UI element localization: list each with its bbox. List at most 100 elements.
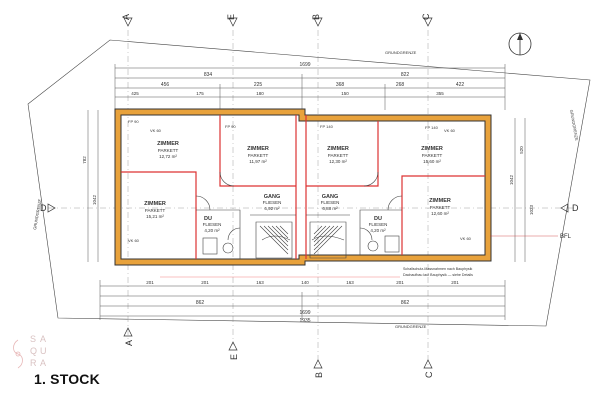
svg-text:DU: DU (374, 216, 382, 222)
axis-marker-b-top: B (311, 14, 323, 27)
axis-marker-a-top: A (121, 14, 133, 27)
bath-fixtures (202, 235, 400, 255)
axis-grid (48, 30, 580, 365)
north-arrow-icon (508, 32, 532, 56)
svg-text:FP 140: FP 140 (320, 124, 334, 129)
svg-text:R: R (30, 358, 37, 368)
svg-text:782: 782 (82, 156, 87, 164)
svg-text:6,88 m²: 6,88 m² (322, 206, 338, 211)
svg-text:DU: DU (204, 216, 212, 222)
svg-text:GANG: GANG (322, 194, 339, 200)
building-outline (114, 108, 492, 266)
svg-text:862: 862 (401, 300, 410, 306)
window-codes: FP 90 FP 140 FP 90 FP 140 VK 60 VK 60 VK… (128, 119, 472, 243)
svg-text:15,60 m²: 15,60 m² (423, 159, 441, 164)
svg-text:163: 163 (346, 280, 354, 285)
svg-text:175: 175 (196, 91, 204, 96)
svg-text:A: A (40, 358, 46, 368)
svg-text:VK 60: VK 60 (128, 238, 140, 243)
svg-text:FP 140: FP 140 (425, 125, 439, 130)
top-dimensions: 1699 834 822 456 225 368 268 422 425 175… (114, 62, 506, 110)
svg-text:C: C (421, 13, 431, 20)
room-label-zimmer-4: ZIMMER PARKETT 12,30 m² (327, 146, 349, 164)
room-label-zimmer-6: ZIMMER PARKETT 12,60 m² (429, 198, 451, 216)
svg-text:268: 268 (396, 82, 405, 88)
svg-text:1023: 1023 (529, 204, 534, 215)
svg-text:355: 355 (436, 91, 444, 96)
svg-text:FP 90: FP 90 (225, 124, 236, 129)
svg-text:ZIMMER: ZIMMER (144, 201, 166, 207)
svg-text:E: E (226, 14, 236, 20)
svg-text:520: 520 (519, 146, 524, 154)
svg-text:FP 90: FP 90 (128, 119, 139, 124)
svg-text:ZIMMER: ZIMMER (247, 146, 269, 152)
svg-text:PARKETT: PARKETT (430, 205, 451, 210)
svg-text:15,21 m²: 15,21 m² (146, 214, 164, 219)
svg-text:E: E (229, 354, 239, 360)
svg-text:1699: 1699 (299, 310, 310, 316)
svg-text:ZIMMER: ZIMMER (421, 146, 443, 152)
svg-text:D: D (572, 203, 579, 213)
drawing-title: 1. STOCK (34, 371, 100, 387)
svg-text:6,92 m²: 6,92 m² (264, 206, 280, 211)
axis-marker-d-right: D (560, 203, 579, 213)
room-label-du-2: DU FLIESEN 4,20 m² (369, 216, 388, 233)
note-red-1: Schallschutz-Massnahmen nach Bauphysik (403, 267, 473, 271)
svg-text:1042: 1042 (509, 174, 514, 185)
note-red-2: Dachaufbau laut Bauphysik — siehe Detail… (403, 273, 473, 277)
svg-text:GANG: GANG (264, 194, 281, 200)
grundgrenze-bottom-label: GRUNDGRENZE (395, 324, 427, 329)
svg-text:ZIMMER: ZIMMER (429, 198, 451, 204)
svg-text:834: 834 (204, 72, 213, 78)
svg-text:201: 201 (201, 280, 209, 285)
svg-text:B: B (311, 14, 321, 20)
svg-text:B: B (314, 372, 324, 378)
room-label-du-1: DU FLIESEN 4,20 m² (203, 216, 222, 233)
svg-text:PARKETT: PARKETT (158, 148, 179, 153)
svg-text:4,20 m²: 4,20 m² (370, 228, 386, 233)
svg-text:C: C (424, 371, 434, 378)
svg-text:368: 368 (336, 82, 345, 88)
axis-marker-c-bottom: C (423, 359, 434, 378)
svg-text:ZIMMER: ZIMMER (327, 146, 349, 152)
svg-text:S: S (30, 334, 36, 344)
room-label-zimmer-2: ZIMMER PARKETT 15,21 m² (144, 201, 166, 219)
svg-text:4,20 m²: 4,20 m² (204, 228, 220, 233)
svg-text:425: 425 (131, 91, 139, 96)
svg-text:822: 822 (401, 72, 410, 78)
svg-text:Q: Q (30, 346, 37, 356)
svg-text:201: 201 (146, 280, 154, 285)
axis-marker-a-bottom: A (123, 327, 134, 346)
svg-text:201: 201 (396, 280, 404, 285)
grundgrenze-left-label: GRUNDGRENZE (32, 198, 42, 230)
grundgrenze-top-label: GRUNDGRENZE (385, 50, 417, 55)
svg-text:PARKETT: PARKETT (328, 153, 349, 158)
bottom-dimensions: 201 201 163 140 163 201 201 862 862 1699… (99, 280, 506, 324)
svg-text:D: D (40, 203, 47, 213)
axis-marker-e-bottom: E (228, 341, 239, 360)
svg-text:11,97 m²: 11,97 m² (249, 159, 267, 164)
axis-marker-b-bottom: B (313, 359, 324, 378)
room-label-gang-1: GANG FLIESEN 6,92 m² (263, 194, 282, 211)
svg-text:1042: 1042 (92, 194, 97, 205)
room-label-gang-2: GANG FLIESEN 6,88 m² (321, 194, 340, 211)
svg-text:1699: 1699 (299, 62, 310, 68)
axis-marker-d-left: D (40, 203, 56, 213)
svg-text:A: A (124, 340, 134, 346)
interior-walls (121, 115, 485, 259)
svg-text:ZIMMER: ZIMMER (157, 141, 179, 147)
svg-text:150: 150 (341, 91, 349, 96)
svg-text:12,30 m²: 12,30 m² (329, 159, 347, 164)
side-dimensions: 782 1042 1042 520 1023 (82, 110, 534, 262)
svg-text:A: A (121, 14, 131, 20)
axis-marker-c-top: C (421, 13, 433, 27)
stairs-left (255, 221, 293, 259)
svg-text:862: 862 (196, 300, 205, 306)
svg-text:U: U (40, 346, 47, 356)
svg-text:FLIESEN: FLIESEN (369, 222, 388, 227)
svg-text:FLIESEN: FLIESEN (321, 200, 340, 205)
svg-text:PARKETT: PARKETT (248, 153, 269, 158)
svg-text:12,72 m²: 12,72 m² (159, 154, 177, 159)
